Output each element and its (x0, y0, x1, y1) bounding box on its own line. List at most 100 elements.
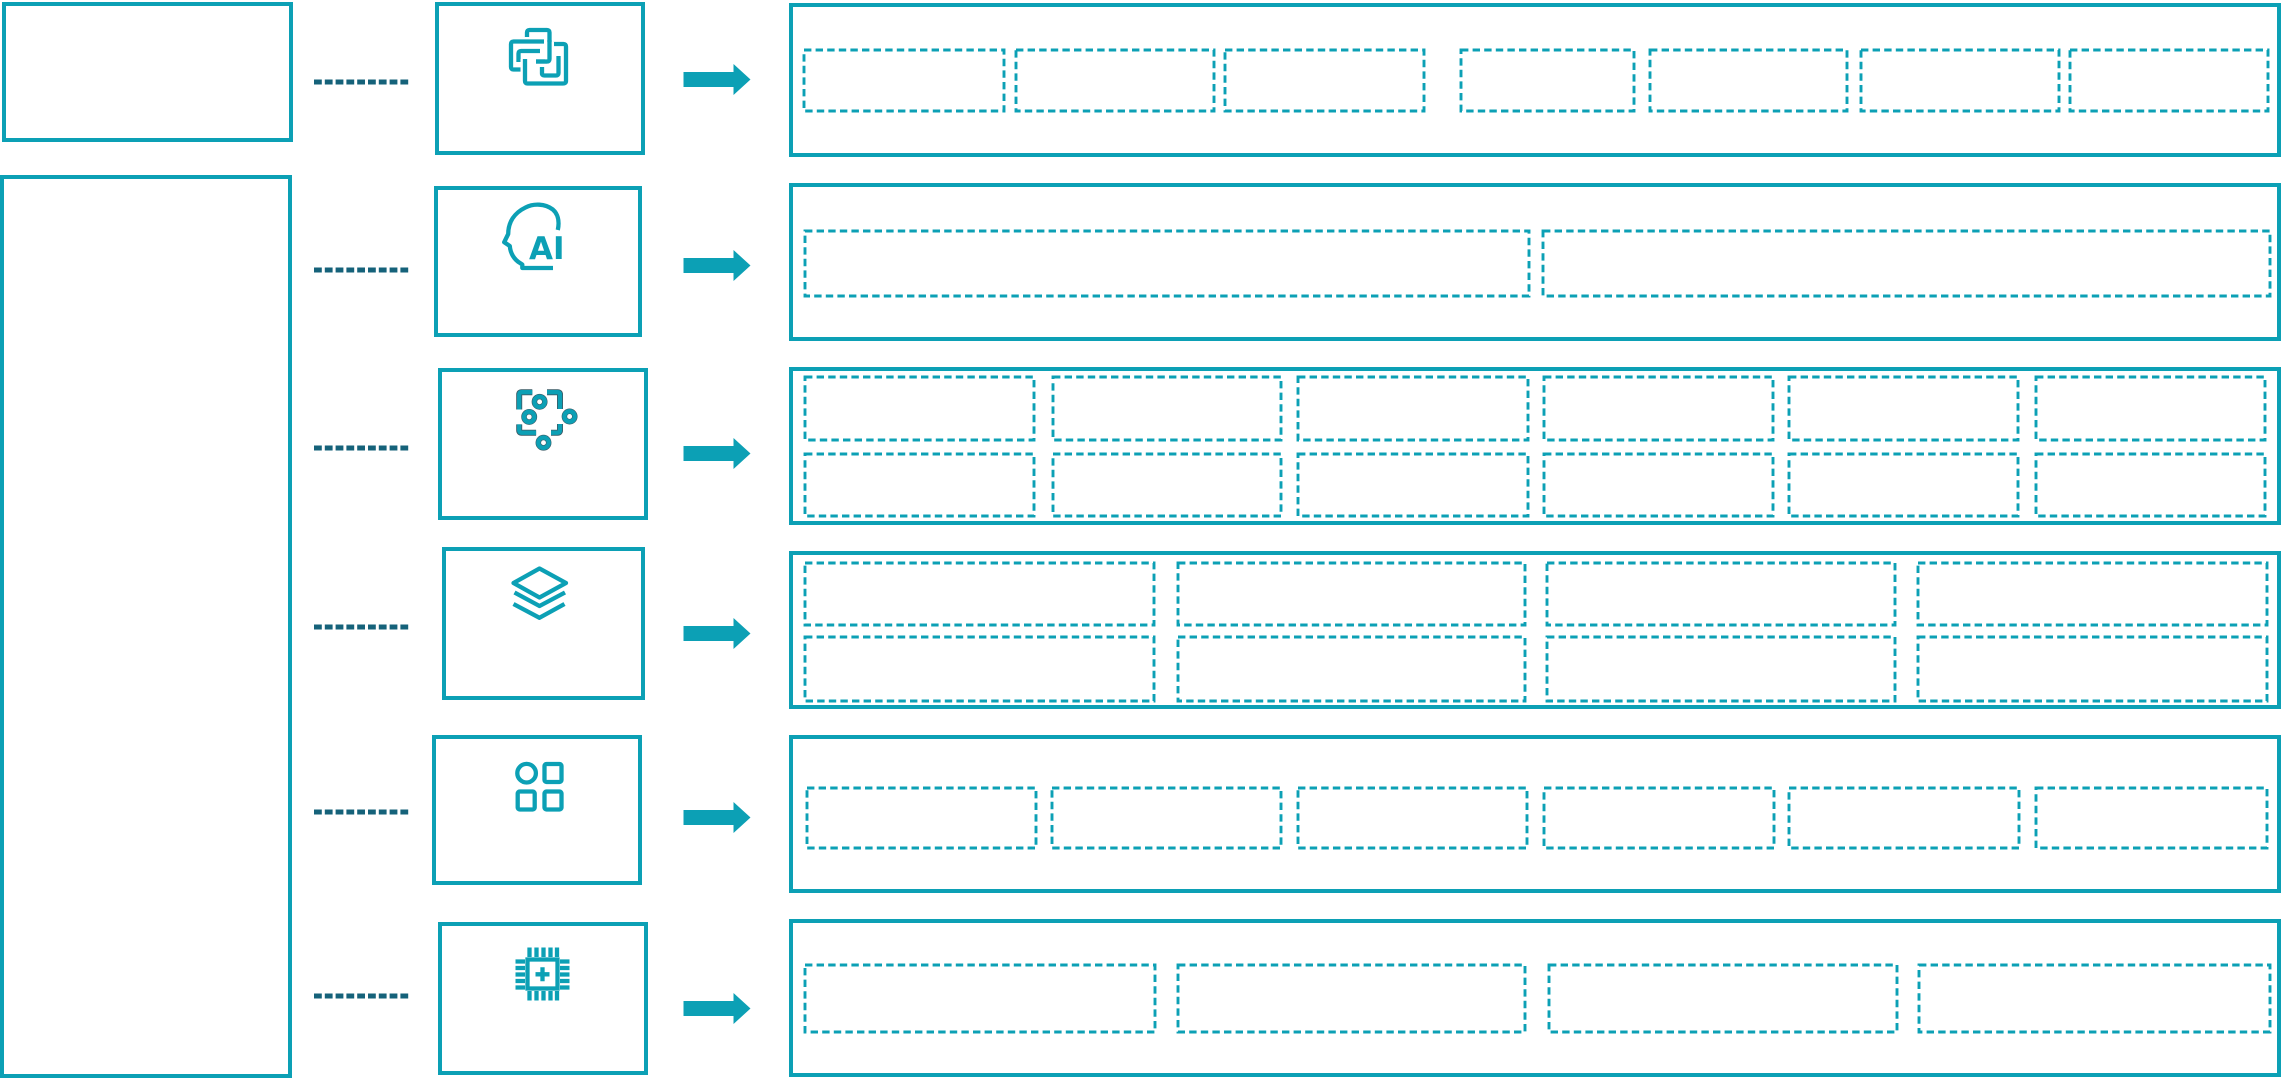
row-5-placeholder-5 (1787, 786, 2021, 850)
row-3-placeholder-2 (1051, 375, 1283, 442)
row-3-placeholder-10 (1542, 452, 1775, 518)
row-4-placeholder-7 (1545, 635, 1897, 703)
row-1-frame (789, 3, 2281, 157)
layers-top-diamond (511, 566, 569, 600)
interlocked-squares-icon-part-b-inner (516, 48, 540, 62)
cpu-plus (535, 967, 550, 982)
row-6-placeholder-1 (803, 963, 1157, 1034)
row-3-placeholder-5 (1787, 375, 2020, 442)
row-4-placeholder-5 (803, 635, 1156, 703)
layers-bottom-chevron (512, 602, 566, 620)
icon-box-4 (442, 547, 645, 700)
puzzle-dark-knob-hairlines (521, 393, 578, 451)
puzzle-teal-knob-top (532, 394, 547, 410)
icon-box-2-frame (434, 186, 642, 337)
row-1-placeholder-4 (1459, 48, 1636, 113)
row-3-placeholder-1 (803, 375, 1036, 442)
row-1-placeholder-6 (1859, 48, 2061, 113)
row-3-frame (789, 367, 2281, 525)
row-container-2 (789, 183, 2281, 341)
connectors (314, 79, 411, 999)
row-3-placeholder-9 (1296, 452, 1530, 518)
puzzle-teal-knob-left (521, 409, 537, 425)
cpu-pins-bottom (527, 991, 560, 1001)
row-4-frame (789, 551, 2281, 709)
cpu-body (525, 957, 560, 991)
puzzle-teal-square (517, 390, 563, 435)
row-container-4 (789, 551, 2281, 709)
row-4-placeholder-8 (1916, 635, 2269, 703)
interlocked-squares-icon-part-a-over (536, 40, 552, 64)
row-container-6 (789, 919, 2281, 1077)
row-3-placeholder-6 (2034, 375, 2267, 442)
arrow-5 (683, 802, 751, 833)
row-container-1 (789, 3, 2281, 157)
cpu-pins-top (527, 947, 560, 957)
row-4-placeholder-3 (1545, 561, 1897, 627)
arrow-4 (683, 618, 751, 649)
row-3-placeholder-4 (1542, 375, 1775, 442)
interlocked-squares-icon-part-b (508, 39, 544, 72)
row-4-placeholder-4 (1916, 561, 2269, 627)
app-grid-square-br (542, 789, 564, 812)
arrow-2 (683, 250, 751, 281)
left-body-panel (0, 175, 292, 1078)
row-container-3 (789, 367, 2281, 525)
puzzle-hairline-right-outer (561, 408, 578, 425)
interlocked-squares-icon-part-c-inner (539, 56, 561, 78)
row-4-placeholder-2 (1176, 561, 1527, 627)
interlocked-squares-icon (508, 27, 571, 88)
row-1-placeholder-7 (2068, 48, 2270, 113)
icon-box-4-frame (442, 547, 645, 700)
row-2-frame (789, 183, 2281, 341)
row-2-placeholder-2 (1541, 229, 2272, 298)
row-5-frame (789, 735, 2281, 893)
arrows (683, 64, 751, 1024)
arrow-3 (683, 438, 751, 469)
row-3-placeholder-8 (1051, 452, 1283, 518)
icon-box-5-frame (432, 735, 642, 885)
row-5-placeholder-3 (1296, 786, 1529, 850)
row-1-placeholder-3 (1223, 48, 1426, 113)
row-6-placeholder-4 (1917, 963, 2272, 1034)
puzzle-hairline-left-outer (521, 408, 538, 425)
row-6-placeholder-2 (1176, 963, 1527, 1034)
puzzle-hairline-right-inner (566, 412, 574, 421)
arrow-1 (683, 64, 751, 95)
left-header-panel (2, 2, 293, 142)
puzzle-piece-teal (517, 390, 577, 451)
icon-box-6 (438, 922, 648, 1075)
puzzle-hairline-bottom-inner (539, 439, 548, 447)
row-container-5 (789, 735, 2281, 893)
row-6-frame (789, 919, 2281, 1077)
ai-head-icon: AI (502, 202, 565, 271)
icon-box-2: AI (434, 186, 642, 337)
app-grid-square-bl (515, 789, 537, 812)
icon-box-5 (432, 735, 642, 885)
row-3-placeholder-7 (803, 452, 1036, 518)
row-5-placeholder-6 (2034, 786, 2269, 850)
cpu-pins-left (515, 959, 525, 990)
row-6-placeholder-3 (1547, 963, 1899, 1034)
icon-box-3 (438, 368, 648, 520)
puzzle-teal-knob-right (562, 409, 577, 424)
puzzle-hairline-top-outer (531, 393, 548, 410)
app-grid-icon (515, 761, 564, 812)
puzzle-hairline-bottom-outer (535, 434, 552, 451)
puzzle-hairline-top-inner (536, 398, 544, 406)
app-grid-square-tr (542, 761, 564, 785)
cpu-pins-right (560, 959, 570, 990)
interlocked-squares-icon-part-c (522, 41, 569, 86)
cpu-pins (515, 947, 570, 1001)
ai-label: AI (529, 231, 565, 267)
row-1-placeholder-5 (1648, 48, 1849, 113)
row-4-placeholder-1 (803, 561, 1156, 627)
row-5-placeholder-2 (1050, 786, 1283, 850)
puzzle-hairline-left-inner (525, 413, 533, 421)
icon-box-6-frame (438, 922, 648, 1075)
arrow-6 (683, 993, 751, 1024)
row-4-placeholder-6 (1176, 635, 1527, 703)
row-1-placeholder-2 (1014, 48, 1216, 113)
row-3-placeholder-12 (2034, 452, 2267, 518)
